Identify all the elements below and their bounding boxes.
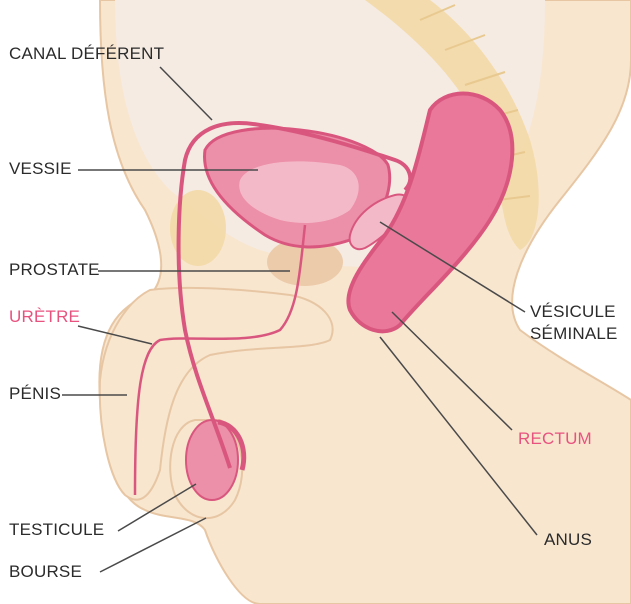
label-canal-deferent: CANAL DÉFÉRENT [9,44,164,64]
label-testicule: TESTICULE [9,520,104,540]
label-vesicule-line1: VÉSICULE [530,301,618,323]
testicle-organ [186,420,238,500]
label-uretre: URÈTRE [9,307,80,327]
label-vessie: VESSIE [9,159,72,179]
label-prostate: PROSTATE [9,260,100,280]
leader-bourse [100,518,206,572]
label-rectum: RECTUM [518,429,592,449]
label-anus: ANUS [544,530,592,550]
label-penis: PÉNIS [9,384,61,404]
label-vesicule-seminale: VÉSICULE SÉMINALE [530,301,618,345]
label-bourse: BOURSE [9,562,82,582]
label-vesicule-line2: SÉMINALE [530,323,618,345]
